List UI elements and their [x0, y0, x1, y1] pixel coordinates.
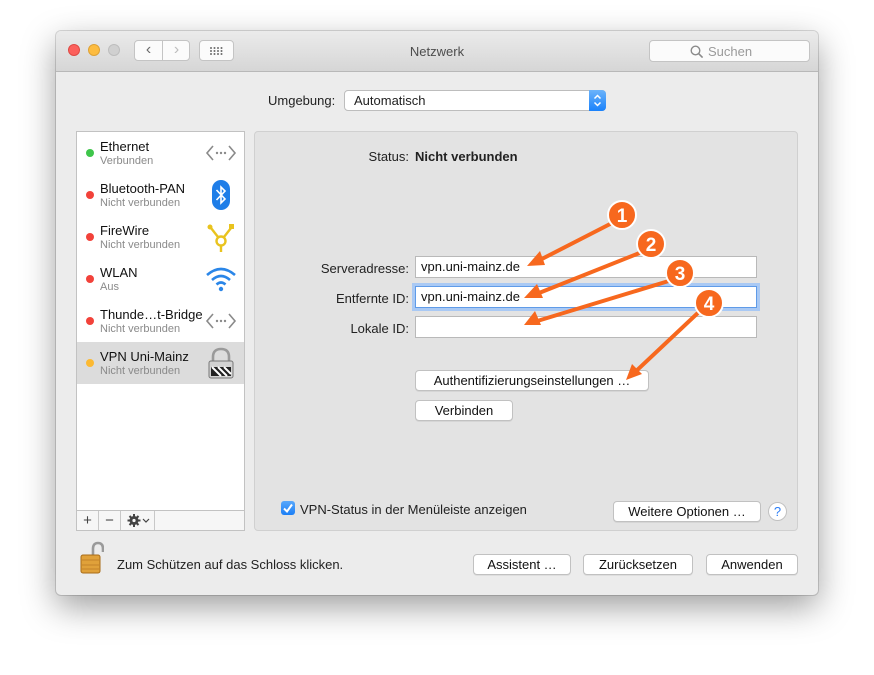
- advanced-options-button[interactable]: Weitere Optionen …: [613, 501, 761, 522]
- location-label: Umgebung:: [268, 93, 336, 108]
- service-item-thunderbolt-bridge[interactable]: Thunde…t-Bridge Nicht verbunden: [77, 300, 244, 342]
- annotation-arrow-1: [534, 220, 616, 264]
- thunderbolt-bridge-arrows-icon: [205, 313, 237, 329]
- annotation-marker-1: 1: [617, 206, 628, 227]
- annotation-marker-2: 2: [646, 235, 657, 256]
- window-title: Netzwerk: [409, 44, 465, 59]
- status-dot: [86, 359, 94, 367]
- service-item-wlan[interactable]: WLAN Aus: [77, 258, 244, 300]
- apply-button[interactable]: Anwenden: [706, 554, 798, 575]
- local-id-field[interactable]: [415, 316, 757, 338]
- service-item-vpn-uni-mainz[interactable]: VPN Uni-Mainz Nicht verbunden: [77, 342, 244, 384]
- service-name: VPN Uni-Mainz: [100, 349, 189, 364]
- annotation-arrowhead-3: [524, 311, 541, 325]
- service-status: Aus: [100, 281, 119, 293]
- connect-button[interactable]: Verbinden: [415, 400, 513, 421]
- back-button[interactable]: ‹: [145, 41, 152, 58]
- annotation-arrowhead-1: [527, 251, 545, 266]
- bluetooth-icon: [212, 180, 230, 210]
- lock-icon[interactable]: [80, 541, 105, 578]
- service-status: Nicht verbunden: [100, 365, 181, 377]
- help-button[interactable]: ?: [768, 502, 787, 521]
- service-item-bluetooth-pan[interactable]: Bluetooth-PAN Nicht verbunden: [77, 174, 244, 216]
- checkmark-icon: [283, 503, 293, 514]
- popup-arrows-icon: [589, 90, 606, 111]
- navigation-buttons: ‹ ›: [134, 40, 190, 61]
- show-vpn-status-checkbox[interactable]: [281, 501, 295, 515]
- zoom-window-button[interactable]: [108, 44, 120, 56]
- wifi-icon: [206, 267, 236, 292]
- annotation-marker-3: 3: [675, 264, 686, 285]
- remote-id-label: Entfernte ID:: [336, 291, 409, 306]
- service-list: Ethernet Verbunden Bluetooth-PAN Nicht v…: [76, 131, 245, 530]
- service-name: Bluetooth-PAN: [100, 181, 186, 196]
- location-popup[interactable]: Automatisch: [344, 90, 606, 111]
- service-item-ethernet[interactable]: Ethernet Verbunden: [77, 132, 244, 174]
- grid-icon: [210, 47, 223, 55]
- service-status: Nicht verbunden: [100, 323, 181, 335]
- minimize-window-button[interactable]: [88, 44, 100, 56]
- nav-divider: [162, 41, 163, 60]
- status-dot: [86, 149, 94, 157]
- close-window-button[interactable]: [68, 44, 80, 56]
- vpn-lock-icon: [208, 347, 234, 379]
- revert-button[interactable]: Zurücksetzen: [583, 554, 693, 575]
- search-field[interactable]: Suchen: [649, 40, 810, 62]
- search-icon: [690, 45, 704, 59]
- service-name: Thunde…t-Bridge: [100, 307, 203, 322]
- annotation-marker-2-circle: [636, 229, 666, 259]
- gear-icon: [127, 514, 149, 527]
- location-value: Automatisch: [354, 93, 426, 108]
- status-value: Nicht verbunden: [415, 149, 518, 164]
- server-address-label: Serveradresse:: [320, 261, 409, 276]
- show-vpn-status-label: VPN-Status in der Menüleiste anzeigen: [300, 502, 527, 517]
- annotation-arrow-3: [532, 278, 674, 324]
- show-all-button[interactable]: [199, 40, 234, 61]
- local-id-label: Lokale ID:: [350, 321, 409, 336]
- service-list-toolbar: + −: [76, 510, 245, 531]
- forward-button[interactable]: ›: [173, 41, 180, 58]
- authentication-settings-button[interactable]: Authentifizierungseinstellungen …: [415, 370, 649, 391]
- remove-service-button[interactable]: −: [99, 511, 121, 530]
- status-label: Status:: [368, 149, 409, 164]
- action-menu-button[interactable]: [121, 511, 155, 530]
- service-item-firewire[interactable]: FireWire Nicht verbunden: [77, 216, 244, 258]
- service-name: WLAN: [100, 265, 138, 280]
- add-service-button[interactable]: +: [77, 511, 99, 530]
- annotation-marker-4-circle: [694, 288, 724, 318]
- firewire-icon: [207, 224, 234, 252]
- status-dot: [86, 275, 94, 283]
- annotation-arrow-2: [532, 250, 644, 297]
- service-status: Verbunden: [100, 155, 154, 167]
- service-name: FireWire: [100, 223, 150, 238]
- annotation-marker-3-circle: [665, 258, 695, 288]
- ethernet-arrows-icon: [205, 145, 237, 161]
- status-dot: [86, 317, 94, 325]
- status-dot: [86, 191, 94, 199]
- annotation-arrowhead-2: [524, 284, 543, 298]
- annotation-marker-1-circle: [607, 200, 637, 230]
- search-placeholder: Suchen: [708, 44, 753, 59]
- title-bar: ‹ › Netzwerk Suchen: [56, 31, 818, 72]
- status-dot: [86, 233, 94, 241]
- annotation-arrow-4: [632, 308, 703, 375]
- service-status: Nicht verbunden: [100, 197, 181, 209]
- assistant-button[interactable]: Assistent …: [473, 554, 571, 575]
- annotation-marker-4: 4: [704, 294, 715, 315]
- service-name: Ethernet: [100, 139, 150, 154]
- annotation-arrowhead-4: [626, 364, 642, 380]
- service-status: Nicht verbunden: [100, 239, 181, 251]
- lock-hint-text: Zum Schützen auf das Schloss klicken.: [117, 557, 344, 572]
